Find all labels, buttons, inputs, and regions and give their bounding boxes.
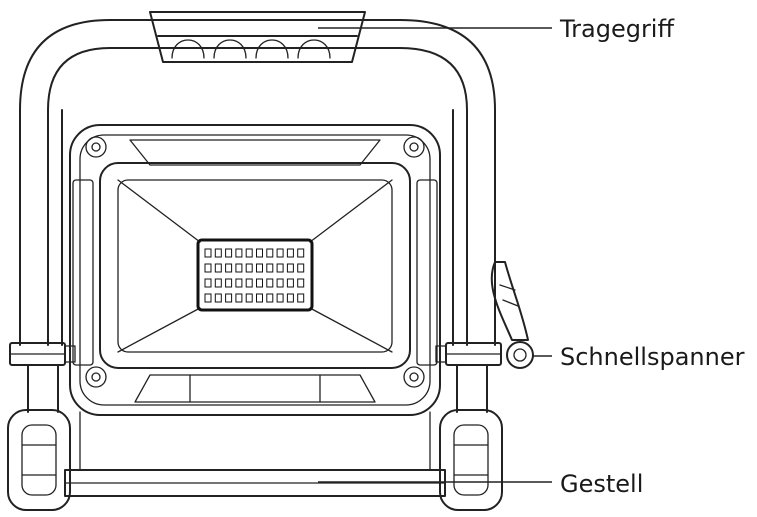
- led-chip: [297, 263, 305, 273]
- led-chip: [214, 248, 222, 258]
- led-chip: [235, 248, 243, 258]
- led-chip: [286, 293, 294, 303]
- led-chip: [214, 278, 222, 288]
- led-chip: [286, 278, 294, 288]
- left-hinge: [9, 342, 76, 366]
- led-chip: [286, 248, 294, 258]
- label-handle: Tragegriff: [560, 15, 675, 43]
- led-chip: [225, 293, 233, 303]
- carrying-handle: [149, 11, 366, 63]
- led-chip: [245, 248, 253, 258]
- right-wheel: [439, 409, 503, 511]
- led-chip: [225, 248, 233, 258]
- left-wheel: [7, 409, 71, 511]
- led-chip: [297, 248, 305, 258]
- led-chip: [256, 293, 263, 303]
- corner-screws: [85, 136, 425, 388]
- led-chip: [245, 263, 253, 273]
- stand-frame: [27, 364, 488, 497]
- led-chip: [266, 278, 274, 288]
- led-chip: [256, 263, 263, 273]
- led-chip: [276, 248, 284, 258]
- right-hinge: [435, 342, 502, 366]
- led-chip: [225, 263, 233, 273]
- led-chip: [214, 263, 222, 273]
- tube-frame: [19, 19, 496, 346]
- led-chip: [266, 248, 274, 258]
- led-chip: [214, 293, 222, 303]
- reflector: [99, 162, 411, 369]
- led-chip: [276, 263, 284, 273]
- led-chip: [204, 263, 212, 273]
- led-grid: [204, 248, 305, 303]
- lamp-housing: [69, 124, 441, 416]
- led-chip: [286, 263, 294, 273]
- led-chip: [266, 293, 274, 303]
- led-chip: [256, 278, 263, 288]
- led-chip: [235, 263, 243, 273]
- led-chip: [297, 293, 305, 303]
- led-chip: [235, 293, 243, 303]
- label-frame: Gestell: [560, 470, 644, 498]
- led-chip: [245, 293, 253, 303]
- led-chip: [245, 278, 253, 288]
- led-chip: [235, 278, 243, 288]
- led-chip: [297, 278, 305, 288]
- led-chip: [225, 278, 233, 288]
- label-quick-clamp: Schnellspanner: [560, 343, 745, 371]
- led-chip: [204, 293, 212, 303]
- led-module: [196, 238, 314, 312]
- led-chip: [204, 248, 212, 258]
- quick-clamp-lever: [490, 261, 534, 369]
- led-chip: [276, 293, 284, 303]
- led-chip: [276, 278, 284, 288]
- led-chip: [266, 263, 274, 273]
- led-chip: [256, 248, 263, 258]
- led-chip: [204, 278, 212, 288]
